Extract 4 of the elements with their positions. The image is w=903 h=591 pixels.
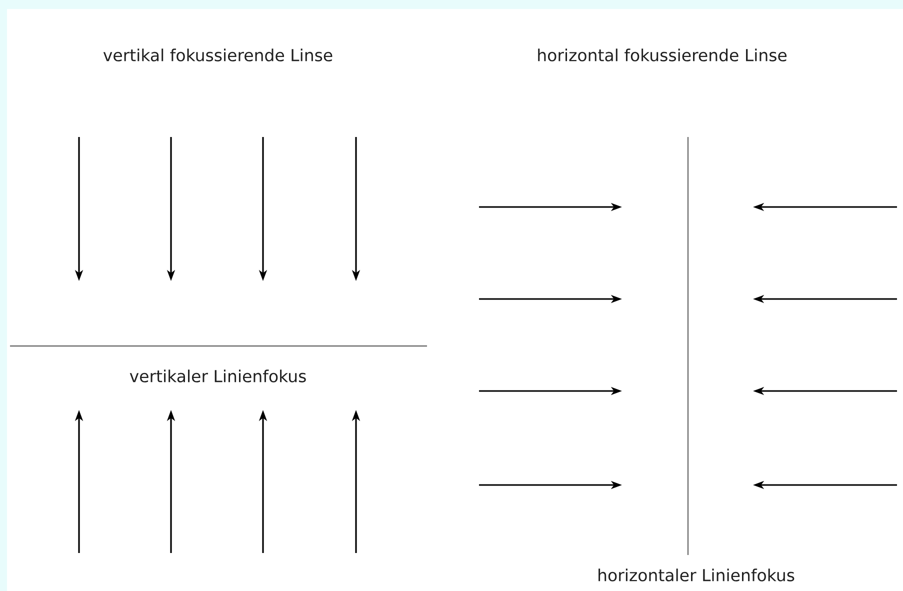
- lens-label: horizontal fokussierende Linse: [538, 48, 787, 62]
- focus-label: horizontaler Linienfokus: [598, 568, 794, 582]
- lens-label: vertikal fokussierende Linse: [103, 48, 332, 62]
- focus-label: vertikaler Linienfokus: [130, 370, 306, 382]
